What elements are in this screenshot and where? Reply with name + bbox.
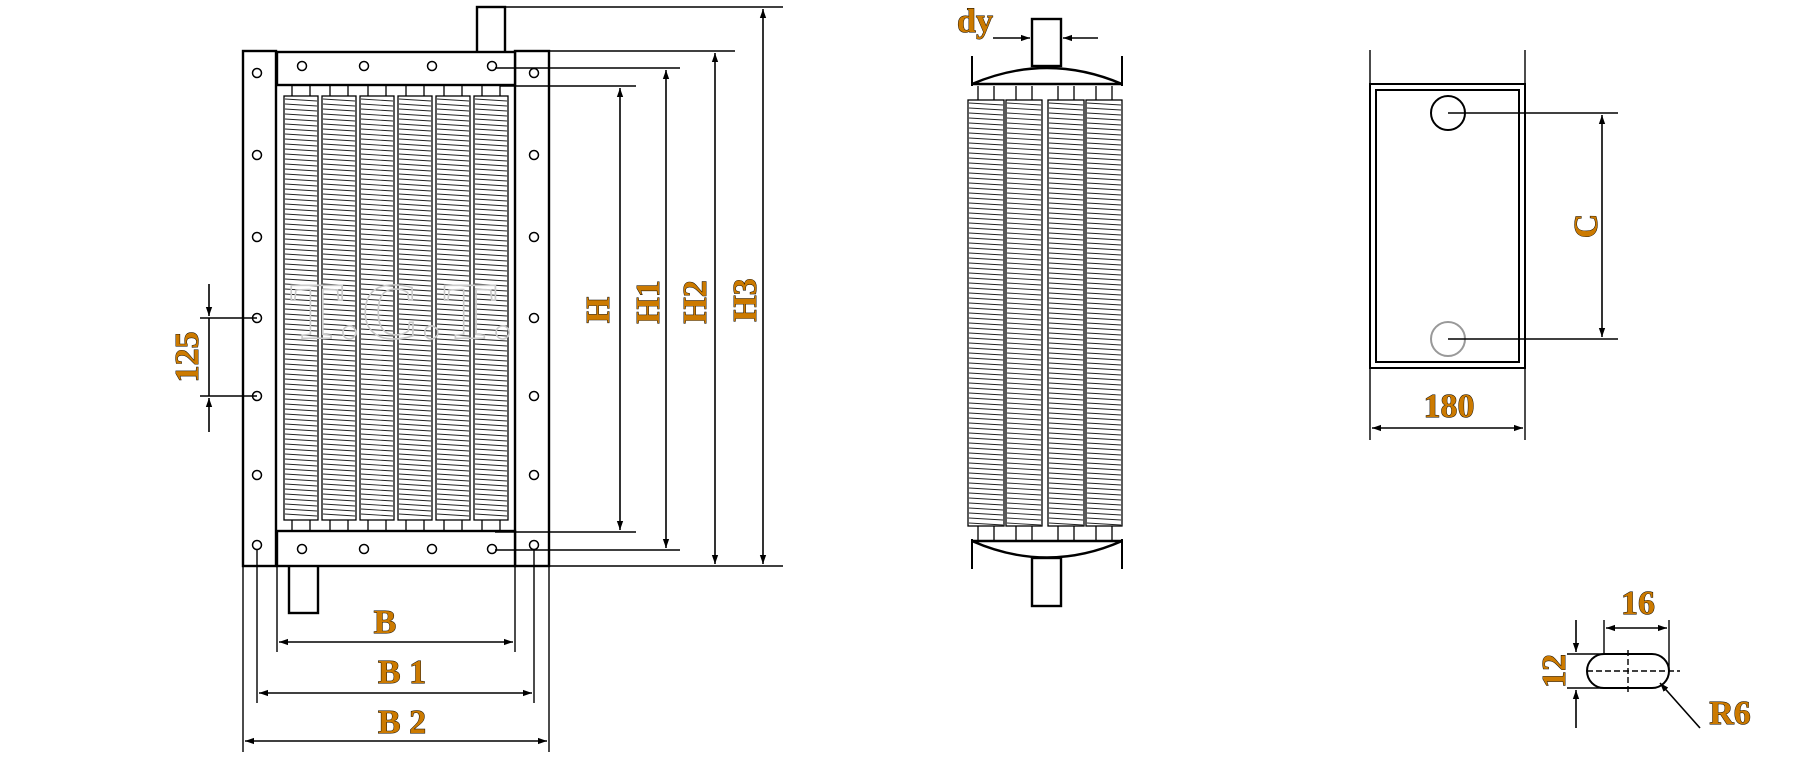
front-tube-1 [283, 95, 319, 521]
front-tube-6 [473, 95, 509, 521]
side-tube-3 [1047, 99, 1085, 527]
side-tube-4 [1085, 99, 1123, 527]
label-12: 12 [1536, 654, 1573, 688]
label-dy: dy [957, 3, 993, 40]
label-h1: H1 [630, 280, 667, 323]
label-c: C [1568, 214, 1605, 239]
end-view: C 180 [1369, 50, 1618, 440]
side-top-pipe [1030, 17, 1063, 68]
front-tube-2 [321, 95, 357, 521]
top-header-holes [296, 60, 498, 72]
front-view: T.C.T. H H1 H2 H3 B B 1 B 2 [169, 5, 783, 752]
label-h: H [580, 297, 617, 323]
label-r6: R6 [1709, 695, 1751, 732]
right-flange-holes [528, 67, 540, 551]
front-finned-tubes [283, 86, 509, 531]
bottom-pipe [287, 563, 320, 615]
label-h2: H2 [677, 280, 714, 323]
right-flange [513, 49, 551, 568]
end-plate-outer [1369, 83, 1526, 369]
label-b2: B 2 [378, 704, 426, 741]
front-tube-5 [435, 95, 471, 521]
end-plate-inner [1375, 89, 1520, 363]
label-b: B [374, 604, 397, 641]
side-bottom-pipe [1030, 556, 1063, 608]
side-top-cap [971, 66, 1123, 86]
left-flange [241, 49, 278, 568]
side-tube-2 [1005, 99, 1043, 527]
front-tube-4 [397, 95, 433, 521]
dim-r6-leader [1659, 682, 1701, 729]
watermark: T.C.T. [290, 268, 515, 356]
side-tube-1 [967, 99, 1005, 527]
slot-detail: 16 12 R6 [1536, 585, 1752, 733]
front-tube-3 [359, 95, 395, 521]
slot-outline [1586, 653, 1670, 689]
label-16: 16 [1621, 585, 1655, 622]
bottom-header [275, 529, 517, 568]
top-header [275, 50, 517, 87]
side-finned-tubes [967, 86, 1123, 541]
side-bottom-cap [971, 539, 1123, 559]
label-pitch: 125 [169, 332, 206, 383]
bottom-header-holes [296, 543, 498, 555]
side-view: dy [957, 3, 1123, 608]
top-pipe [475, 5, 507, 55]
label-180: 180 [1424, 388, 1475, 425]
label-h3: H3 [727, 278, 764, 321]
label-b1: B 1 [378, 654, 426, 691]
